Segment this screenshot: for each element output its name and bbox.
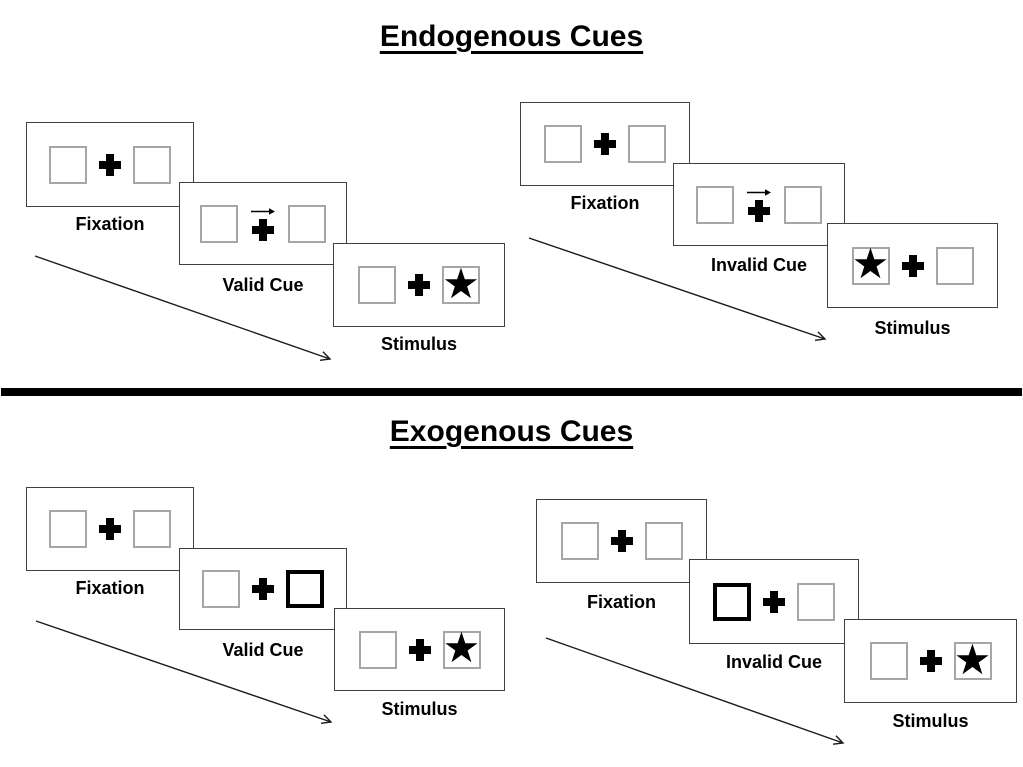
left-highlighted-cue-box	[713, 582, 751, 621]
left-placeholder-box	[560, 522, 599, 560]
fixation-cross-icon	[763, 590, 785, 613]
card-label: Stimulus	[380, 334, 457, 354]
star-stimulus-icon: ★	[442, 258, 480, 308]
card-label: Fixation	[570, 193, 640, 213]
card-label: Valid Cue	[222, 275, 304, 295]
left-placeholder-box	[544, 125, 582, 163]
right-placeholder-box	[797, 582, 835, 621]
valid-cue-card	[179, 548, 347, 630]
card-label: Stimulus	[892, 711, 969, 731]
endogenous-title-text: Endogenous Cues	[379, 20, 644, 53]
fixation-card	[26, 487, 194, 571]
left-placeholder-box	[200, 204, 238, 243]
endogenous-section-title: Endogenous Cues	[0, 20, 1023, 54]
right-placeholder-box	[644, 522, 683, 560]
left-target-box: ★	[851, 239, 890, 288]
left-placeholder-box	[49, 510, 87, 548]
right-target-box: ★	[442, 258, 480, 308]
timeline-arrow-endogenous-invalid	[528, 237, 827, 342]
exogenous-title-text: Exogenous Cues	[389, 415, 634, 448]
invalid-cue-card	[673, 163, 845, 246]
card-label: Stimulus	[874, 318, 951, 338]
right-highlighted-cue-box	[286, 570, 324, 608]
fixation-cross-icon	[408, 274, 430, 296]
stimulus-card: ★	[333, 243, 505, 327]
right-placeholder-box	[133, 145, 171, 184]
star-stimulus-icon: ★	[953, 634, 992, 684]
right-arrow-cue-icon	[747, 188, 771, 196]
star-stimulus-icon: ★	[442, 623, 481, 672]
fixation-cross-icon	[408, 638, 431, 661]
exogenous-section-title: Exogenous Cues	[0, 415, 1023, 449]
section-divider	[1, 388, 1022, 396]
right-target-box: ★	[442, 623, 481, 672]
fixation-cross-icon	[594, 133, 616, 155]
fixation-card	[26, 122, 194, 207]
left-placeholder-box	[202, 570, 240, 608]
left-placeholder-box	[696, 185, 734, 224]
fixation-cross-icon	[99, 518, 121, 540]
right-arrow-cue-icon	[251, 207, 275, 215]
fixation-card	[520, 102, 690, 186]
fixation-card	[536, 499, 707, 583]
timeline-arrow-endogenous-valid	[34, 255, 332, 361]
fixation-cross-icon	[748, 199, 770, 222]
left-placeholder-box	[358, 266, 396, 304]
card-label: Valid Cue	[222, 640, 304, 660]
stimulus-card: ★	[334, 608, 505, 691]
fixation-cross-icon	[252, 578, 274, 600]
card-label: Invalid Cue	[725, 652, 823, 672]
card-label: Stimulus	[381, 699, 458, 719]
stimulus-card: ★	[827, 223, 998, 308]
stimulus-card: ★	[844, 619, 1017, 703]
left-placeholder-box	[49, 145, 87, 184]
right-placeholder-box	[784, 185, 822, 224]
timeline-arrow-exogenous-invalid	[545, 637, 845, 745]
fixation-cross-icon	[99, 153, 121, 176]
card-label: Fixation	[586, 592, 656, 612]
cue-cross-group	[250, 207, 276, 241]
right-placeholder-box	[935, 246, 974, 285]
right-placeholder-box	[628, 125, 666, 163]
cue-cross-group	[746, 188, 772, 222]
left-placeholder-box	[358, 630, 397, 669]
invalid-cue-card	[689, 559, 859, 644]
star-stimulus-icon: ★	[851, 239, 890, 288]
right-placeholder-box	[133, 510, 171, 548]
fixation-cross-icon	[919, 650, 942, 672]
fixation-cross-icon	[252, 218, 274, 241]
left-placeholder-box	[869, 642, 908, 680]
fixation-cross-icon	[610, 530, 633, 552]
card-label: Fixation	[75, 578, 145, 598]
card-label: Invalid Cue	[710, 255, 808, 275]
right-placeholder-box	[288, 204, 326, 243]
card-label: Fixation	[75, 214, 145, 234]
timeline-arrow-exogenous-valid	[35, 620, 333, 725]
valid-cue-card	[179, 182, 347, 265]
fixation-cross-icon	[901, 254, 924, 277]
right-target-box: ★	[953, 634, 992, 684]
